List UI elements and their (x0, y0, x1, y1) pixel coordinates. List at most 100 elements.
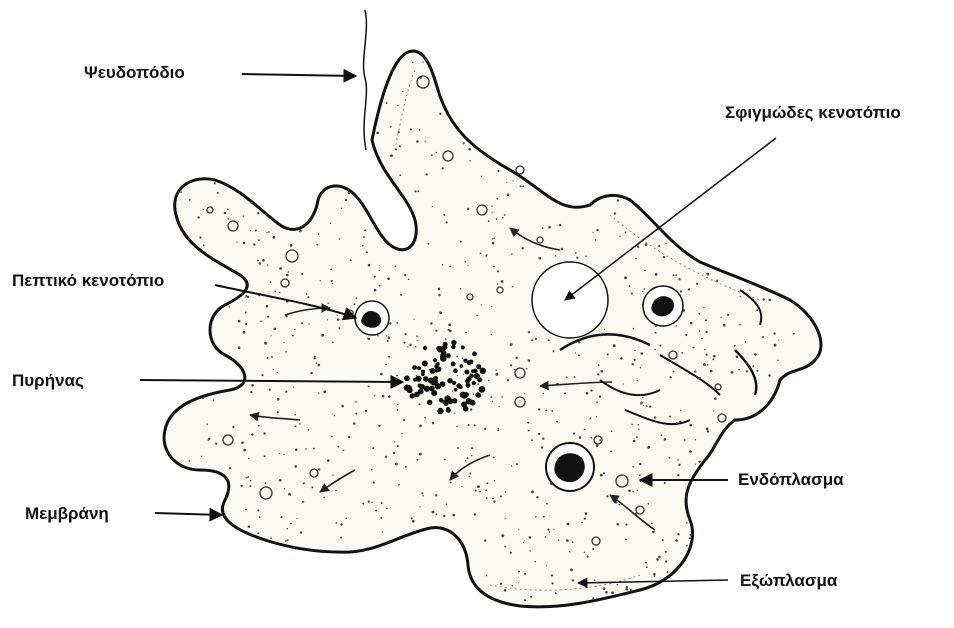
stipple-dot (731, 371, 734, 374)
stipple-dot (531, 491, 534, 494)
stipple-dot (688, 288, 690, 290)
stipple-dot (649, 406, 651, 408)
stipple-dot (504, 546, 506, 548)
stipple-dot (491, 334, 492, 335)
stipple-dot (675, 325, 677, 327)
nucleus-granule (418, 389, 424, 395)
stipple-dot (226, 516, 228, 518)
stipple-dot (321, 334, 324, 337)
stipple-dot (450, 482, 452, 484)
stipple-dot (259, 516, 261, 518)
nucleus-granule (459, 385, 463, 389)
stipple-dot (599, 439, 601, 441)
stipple-dot (690, 322, 693, 325)
stipple-dot (236, 242, 237, 243)
stipple-dot (497, 429, 499, 431)
stipple-dot (230, 268, 231, 269)
stipple-dot (740, 296, 741, 297)
stipple-dot (486, 575, 488, 577)
stipple-dot (277, 411, 279, 413)
membrane-pointer (155, 513, 222, 515)
stipple-dot (270, 537, 272, 539)
stipple-dot (268, 231, 270, 233)
stipple-dot (313, 448, 315, 450)
stipple-dot (301, 322, 303, 324)
stipple-dot (491, 306, 492, 307)
stipple-dot (419, 129, 421, 131)
stipple-dot (538, 408, 540, 410)
stipple-dot (629, 285, 631, 287)
stipple-dot (382, 531, 384, 533)
stipple-dot (457, 375, 458, 376)
stipple-dot (404, 274, 406, 276)
stipple-dot (639, 474, 641, 476)
stipple-dot (678, 464, 680, 466)
stipple-dot (394, 441, 395, 442)
stipple-dot (368, 385, 370, 387)
stipple-dot (362, 503, 364, 505)
stipple-dot (448, 329, 450, 331)
stipple-dot (614, 212, 616, 214)
stipple-dot (465, 460, 467, 462)
stipple-dot (625, 524, 627, 526)
nucleus-granule (430, 368, 436, 374)
stipple-dot (465, 261, 466, 262)
stipple-dot (607, 354, 609, 356)
stipple-dot (477, 485, 480, 488)
stipple-dot (241, 442, 244, 445)
stipple-dot (773, 332, 775, 334)
stipple-dot (469, 476, 470, 477)
stipple-dot (536, 496, 538, 498)
stipple-dot (522, 186, 524, 188)
stipple-dot (574, 376, 576, 378)
stipple-dot (267, 264, 268, 265)
stipple-dot (454, 413, 455, 414)
stipple-dot (382, 395, 385, 398)
stipple-dot (527, 422, 529, 424)
stipple-dot (445, 338, 447, 340)
stipple-dot (366, 251, 368, 253)
stipple-dot (260, 320, 262, 322)
stipple-dot (625, 232, 627, 234)
stipple-dot (553, 529, 554, 530)
food-vacuole-left (355, 301, 389, 335)
stipple-dot (462, 358, 463, 359)
stipple-dot (636, 436, 638, 438)
stipple-dot (189, 460, 191, 462)
stipple-dot (305, 448, 307, 450)
stipple-dot (376, 132, 379, 135)
stipple-dot (516, 463, 518, 465)
stipple-dot (655, 332, 657, 334)
stipple-dot (496, 218, 498, 220)
stipple-dot (528, 430, 530, 432)
label-pseudopod: Ψευδοπόδιο (84, 63, 185, 83)
stipple-dot (404, 342, 406, 344)
stipple-dot (409, 344, 411, 346)
label-food-vacuole: Πεπτικό κενοτόπιο (12, 271, 164, 291)
stipple-dot (578, 354, 580, 356)
stipple-dot (402, 91, 403, 92)
stipple-dot (439, 113, 441, 115)
nucleus-granule (417, 366, 421, 370)
stipple-dot (615, 501, 618, 504)
stipple-dot (559, 224, 561, 226)
stipple-dot (526, 368, 528, 370)
stipple-dot (308, 323, 309, 324)
stipple-dot (637, 424, 639, 426)
nucleus-granule (479, 386, 486, 393)
stipple-dot (340, 537, 342, 539)
nucleus-granule (460, 364, 464, 368)
stipple-dot (510, 343, 513, 346)
stipple-dot (248, 458, 250, 460)
stipple-dot (365, 410, 367, 412)
stipple-dot (279, 267, 282, 270)
stipple-dot (251, 433, 253, 435)
stipple-dot (353, 422, 356, 425)
stipple-dot (774, 344, 777, 347)
stipple-dot (460, 288, 462, 290)
stipple-dot (227, 208, 229, 210)
stipple-dot (542, 227, 544, 229)
stipple-dot (684, 439, 686, 441)
stipple-dot (330, 269, 332, 271)
